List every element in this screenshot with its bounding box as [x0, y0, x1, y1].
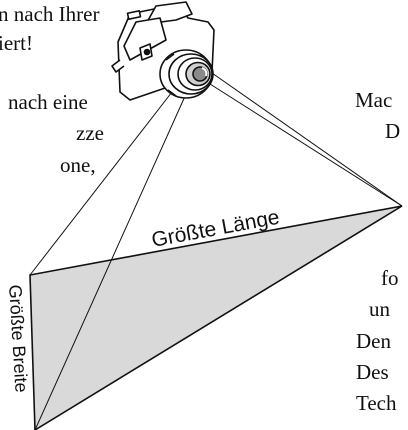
right-text-line-4: un	[369, 297, 391, 321]
right-text-line-6: Des	[356, 360, 389, 384]
right-text-line-7: Tech	[356, 391, 397, 415]
right-text-line-5: Den	[356, 329, 391, 353]
subject-plane	[29, 205, 403, 430]
left-text-line-3: nach eine	[8, 90, 88, 114]
sight-line-bottom	[34, 93, 187, 430]
sight-line-left	[29, 91, 173, 276]
left-text-line-4: zze	[76, 121, 104, 145]
camera-icon	[111, 1, 215, 101]
sight-line-right-2	[209, 83, 403, 207]
width-label: Größte Breite	[5, 284, 32, 393]
left-text-line-2: iert!	[0, 31, 33, 55]
right-text-line-3: fo	[381, 266, 399, 290]
left-text-line-1: n nach Ihrer	[0, 2, 99, 26]
right-text-line-1: Mac	[355, 88, 392, 112]
left-text-line-5: one,	[60, 153, 96, 177]
right-text-line-2: D	[385, 119, 400, 143]
sight-line-right	[201, 65, 403, 207]
